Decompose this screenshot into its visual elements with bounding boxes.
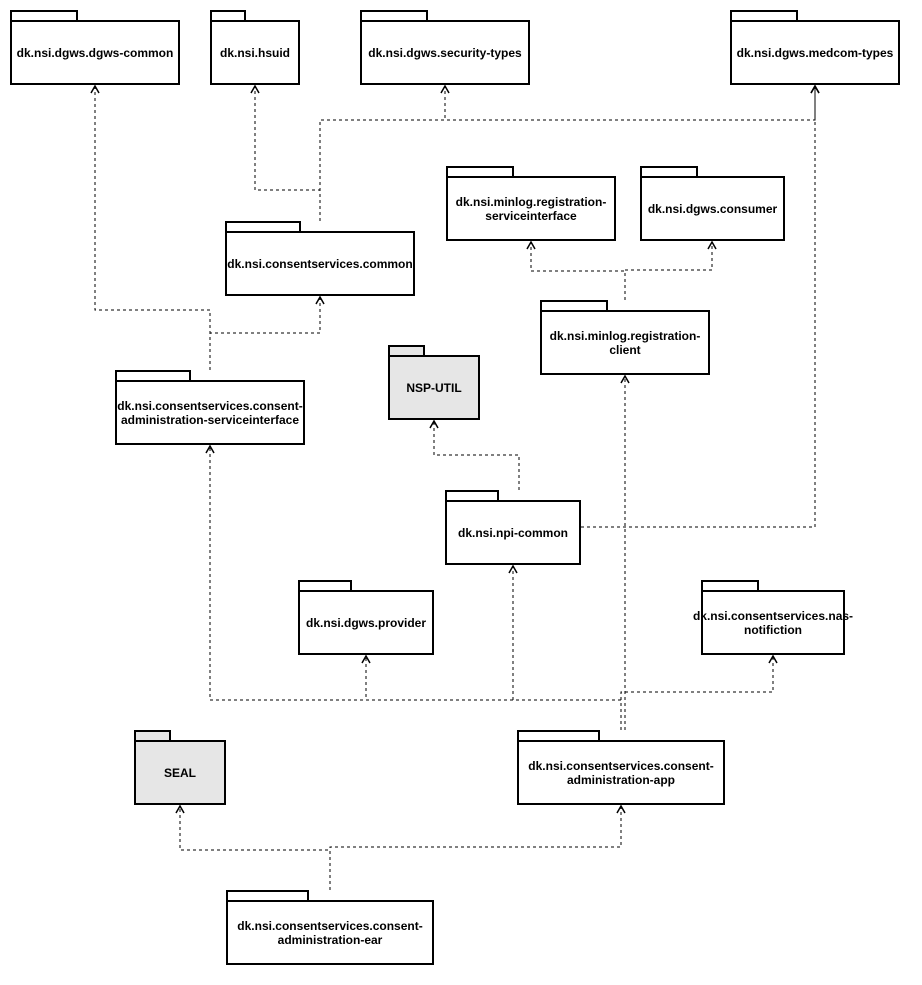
package-tab — [701, 580, 759, 590]
package-label: dk.nsi.npi-common — [445, 500, 581, 565]
arrowhead-icon — [707, 240, 717, 250]
dependency-minlog-client-to-minlog-serviceinterface — [526, 240, 626, 300]
dependency-line — [329, 806, 622, 890]
package-minlog-client: dk.nsi.minlog.registration-client — [540, 300, 710, 375]
dependency-line — [433, 421, 520, 490]
package-tab — [115, 370, 191, 380]
dependency-consent-admin-serviceinterface-to-consentservices-common — [209, 295, 325, 370]
arrowhead-icon — [508, 564, 518, 574]
dependency-line — [512, 566, 622, 730]
dependency-consent-admin-ear-to-seal — [175, 804, 331, 890]
arrowhead-icon — [616, 804, 626, 814]
package-dgws-provider: dk.nsi.dgws.provider — [298, 580, 434, 655]
dependency-consent-admin-app-to-dgws-provider — [361, 654, 622, 730]
dependency-consent-admin-app-to-npi-common — [508, 564, 622, 730]
arrowhead-icon — [768, 654, 778, 664]
arrowhead-icon — [205, 444, 215, 454]
arrowhead-icon — [810, 84, 820, 94]
dependency-line — [581, 86, 816, 528]
dependency-line — [94, 86, 211, 370]
dependency-line — [319, 86, 446, 221]
package-hsuid: dk.nsi.hsuid — [210, 10, 300, 85]
package-security-types: dk.nsi.dgws.security-types — [360, 10, 530, 85]
package-nas-notification: dk.nsi.consentservices.nas-notifiction — [693, 580, 853, 655]
package-label: dk.nsi.consentservices.common — [225, 231, 415, 296]
dependency-consent-admin-app-to-minlog-client — [620, 374, 630, 730]
dependency-consent-admin-serviceinterface-to-dgws-common — [90, 84, 211, 370]
dependency-line — [530, 242, 626, 300]
package-tab — [540, 300, 608, 310]
package-label: dk.nsi.dgws.dgws-common — [10, 20, 180, 85]
package-consent-admin-ear: dk.nsi.consentservices.consent-administr… — [226, 890, 434, 965]
dependency-line — [179, 806, 331, 890]
package-minlog-serviceinterface: dk.nsi.minlog.registration-serviceinterf… — [446, 166, 616, 241]
package-tab — [445, 490, 499, 500]
package-label: dk.nsi.dgws.provider — [298, 590, 434, 655]
package-tab — [225, 221, 301, 231]
package-label: dk.nsi.dgws.consumer — [640, 176, 785, 241]
package-npi-common: dk.nsi.npi-common — [445, 490, 581, 565]
package-tab — [517, 730, 600, 740]
package-tab — [210, 10, 246, 20]
package-dgws-consumer: dk.nsi.dgws.consumer — [640, 166, 785, 241]
dependency-consentservices-common-to-hsuid — [250, 84, 321, 221]
package-tab — [226, 890, 309, 900]
package-tab — [446, 166, 514, 176]
package-consent-admin-serviceinterface: dk.nsi.consentservices.consent-administr… — [115, 370, 305, 445]
package-nsp-util: NSP-UTIL — [388, 345, 480, 420]
dependency-line — [620, 656, 774, 730]
dependency-minlog-client-to-dgws-consumer — [624, 240, 717, 300]
package-tab — [640, 166, 698, 176]
package-tab — [388, 345, 425, 355]
dependency-line — [365, 656, 622, 730]
package-tab — [360, 10, 428, 20]
arrowhead-icon — [250, 84, 260, 94]
dependency-line — [624, 242, 713, 300]
package-consentservices-common: dk.nsi.consentservices.common — [225, 221, 415, 296]
package-tab — [134, 730, 171, 740]
package-label: dk.nsi.consentservices.nas-notifiction — [693, 590, 853, 655]
dependency-line — [209, 297, 321, 370]
package-label: dk.nsi.consentservices.consent-administr… — [226, 900, 434, 965]
dependency-consentservices-common-to-security-types — [319, 84, 450, 221]
package-label: NSP-UTIL — [388, 355, 480, 420]
package-tab — [10, 10, 78, 20]
package-label: dk.nsi.minlog.registration-client — [540, 310, 710, 375]
dependency-npi-common-to-medcom-types — [581, 84, 820, 528]
dependency-consent-admin-app-to-nas-notification — [620, 654, 778, 730]
dependency-line — [319, 86, 816, 221]
arrowhead-icon — [90, 84, 100, 94]
arrowhead-icon — [429, 419, 439, 429]
arrowhead-icon — [620, 374, 630, 384]
package-dgws-common: dk.nsi.dgws.dgws-common — [10, 10, 180, 85]
dependency-npi-common-to-nsp-util — [429, 419, 520, 490]
package-consent-admin-app: dk.nsi.consentservices.consent-administr… — [517, 730, 725, 805]
arrowhead-icon — [315, 295, 325, 305]
dependency-consent-admin-ear-to-consent-admin-app — [329, 804, 626, 890]
package-label: dk.nsi.minlog.registration-serviceinterf… — [446, 176, 616, 241]
package-label: dk.nsi.dgws.medcom-types — [730, 20, 900, 85]
package-label: dk.nsi.consentservices.consent-administr… — [517, 740, 725, 805]
arrowhead-icon — [440, 84, 450, 94]
package-tab — [730, 10, 798, 20]
package-label: dk.nsi.consentservices.consent-administr… — [115, 380, 305, 445]
package-seal: SEAL — [134, 730, 226, 805]
package-label: dk.nsi.hsuid — [210, 20, 300, 85]
arrowhead-icon — [361, 654, 371, 664]
arrowhead-icon — [526, 240, 536, 250]
dependency-line — [254, 86, 321, 221]
arrowhead-icon — [175, 804, 185, 814]
package-medcom-types: dk.nsi.dgws.medcom-types — [730, 10, 900, 85]
package-tab — [298, 580, 352, 590]
package-label: SEAL — [134, 740, 226, 805]
package-label: dk.nsi.dgws.security-types — [360, 20, 530, 85]
